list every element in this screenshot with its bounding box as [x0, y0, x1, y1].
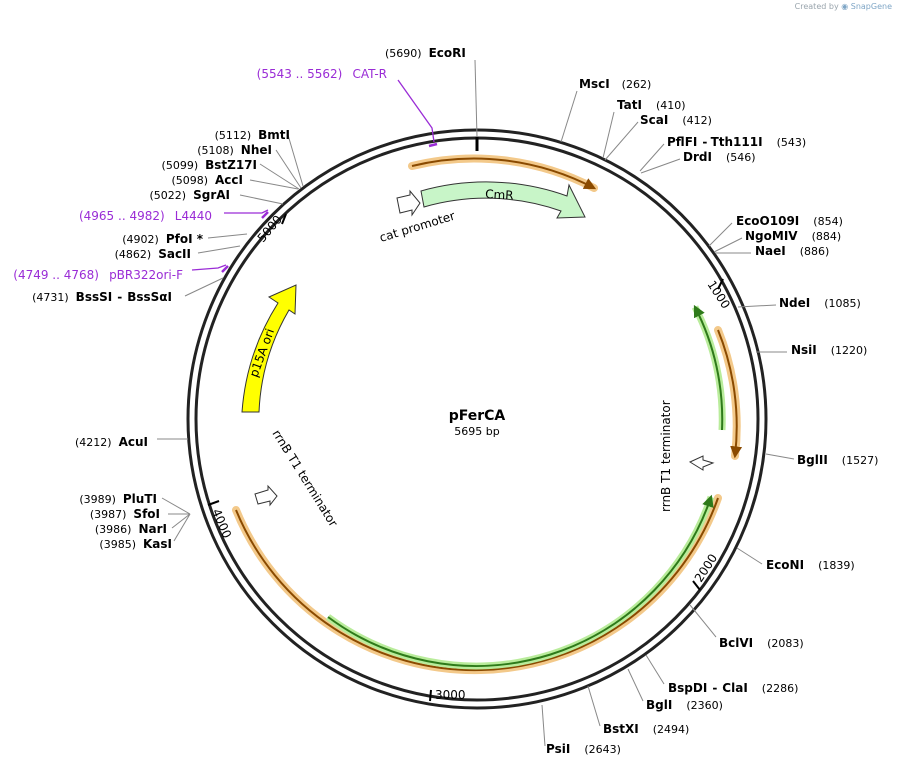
site-nari: (3986)NarI [95, 522, 167, 536]
tick-1000 [717, 278, 724, 290]
snapgene-watermark: Created by ◉ SnapGene [795, 2, 892, 11]
leader-psii [541, 704, 546, 747]
site-ngomiv: NgoMIV(884) [745, 229, 841, 243]
primer-pbr322ori-f-mark [191, 264, 227, 271]
plasmid-length: 5695 bp [454, 425, 499, 438]
tick-3000 [429, 689, 432, 702]
site-acci: (5098)AccI [171, 173, 243, 187]
plasmid-name: pFerCA [449, 408, 506, 424]
orf-arc-bottom [232, 494, 722, 675]
rrnb-right-label: rrnB T1 terminator [659, 400, 673, 512]
leader-tati [602, 111, 615, 159]
site-bsssi-bsssai: (4731)BssSI-BssSαI [32, 290, 172, 304]
site-bmti: (5112)BmtI [215, 128, 290, 142]
site-econi: EcoNI(1839) [766, 558, 855, 572]
site-sfoi: (3987)SfoI [90, 507, 160, 521]
site-bclvi: BclVI(2083) [719, 636, 804, 650]
site-ecoo109i: EcoO109I(854) [736, 214, 843, 228]
cmr-feature-arrow[interactable] [420, 181, 586, 219]
site-pfoi: (4902)PfoI * [122, 232, 203, 246]
orf-arc-right [714, 326, 743, 460]
site-sacii: (4862)SacII [115, 247, 191, 261]
leader-bclvi [689, 604, 717, 638]
site-bgli: BglI(2360) [646, 698, 723, 712]
leader-pfoi [207, 233, 248, 239]
site-leader-lines [157, 59, 795, 747]
site-bstz17i: (5099)BstZ17I [162, 158, 257, 172]
tick-5000 [281, 213, 287, 225]
site-bstxi: BstXI(2494) [603, 722, 689, 736]
leader-bgli [627, 668, 644, 702]
site-nhei: (5108)NheI [197, 143, 272, 157]
rrnb-left-label: rrnB T1 terminator [269, 427, 340, 529]
site-sgrai: (5022)SgrAI [150, 188, 230, 202]
site-pluti: (3989)PluTI [79, 492, 157, 506]
leader-scai [604, 121, 639, 161]
cat-promoter-arrow [396, 189, 421, 217]
leader-msci [560, 90, 578, 143]
leader-acci [249, 179, 299, 190]
p15a-ori-arrow[interactable] [241, 284, 297, 413]
leader-bstz17i [259, 163, 300, 190]
primer-l4440-mark [224, 209, 269, 214]
primer-cat-r-mark [397, 79, 435, 143]
site-scai: ScaI(412) [640, 113, 712, 127]
site-acui: (4212)AcuI [75, 435, 148, 449]
leader-clai [645, 654, 665, 685]
tick-2000 [692, 580, 701, 591]
cat-promoter-label: cat promoter [378, 209, 457, 245]
p15a-ori-label: p15A ori [247, 327, 277, 379]
site-bglii: BglII(1527) [797, 453, 878, 467]
site-ndei: NdeI(1085) [779, 296, 861, 310]
leader-kasi [173, 513, 191, 542]
rrnb-left-terminator-arrow [254, 484, 278, 507]
site-nsii: NsiI(1220) [791, 343, 867, 357]
tick-4000 [207, 500, 220, 506]
leader-nari [171, 513, 191, 529]
watermark-prefix: Created by [794, 2, 839, 11]
leader-econi [736, 547, 763, 565]
site-psii: PsiI(2643) [546, 742, 621, 756]
leader-pflfi [639, 143, 665, 172]
orf-arc-top [408, 154, 598, 192]
site-naei: NaeI(886) [755, 244, 829, 258]
leader-bsssi [184, 277, 224, 297]
leader-bstxi [587, 685, 601, 727]
leader-ndei [737, 304, 777, 308]
leader-pluti [161, 497, 191, 515]
leader-ngomiv [713, 237, 743, 253]
terminator-arc-right [691, 304, 726, 431]
primer-pbr322ori-f: (4749 .. 4768) pBR322ori-F [13, 264, 183, 283]
site-ecori: (5690)EcoRI [385, 46, 466, 60]
leader-bmti [287, 134, 304, 187]
rrnb-right-terminator-arrow [688, 455, 715, 471]
tick-label-3000: 3000 [435, 688, 466, 702]
leader-drdi [640, 158, 681, 174]
watermark-brand: SnapGene [850, 2, 892, 11]
site-pflfi-tth111i: PflFI-Tth111I(543) [667, 135, 806, 149]
primer-cat-r: (5543 .. 5562) CAT-R [257, 63, 387, 82]
site-kasi: (3985)KasI [99, 537, 172, 551]
leader-nhei [275, 149, 302, 189]
tick-marks [207, 213, 724, 702]
primer-l4440: (4965 .. 4982) L4440 [79, 205, 212, 224]
leader-sacii [197, 245, 241, 254]
site-bspdi-clai: BspDI-ClaI(2286) [668, 681, 798, 695]
site-drdi: DrdI(546) [683, 150, 756, 164]
cmr-label: CmR [485, 187, 514, 202]
terminator-arc-bottom [325, 494, 715, 670]
leader-ecori [474, 59, 478, 138]
leader-ecoo109i [708, 222, 733, 247]
site-msci: MscI(262) [579, 77, 651, 91]
leader-bglii [765, 453, 795, 460]
primer-marks [191, 79, 438, 273]
snapgene-logo-icon: ◉ [841, 2, 849, 11]
site-tati: TatI(410) [617, 98, 686, 112]
leader-sgrai [239, 194, 284, 205]
